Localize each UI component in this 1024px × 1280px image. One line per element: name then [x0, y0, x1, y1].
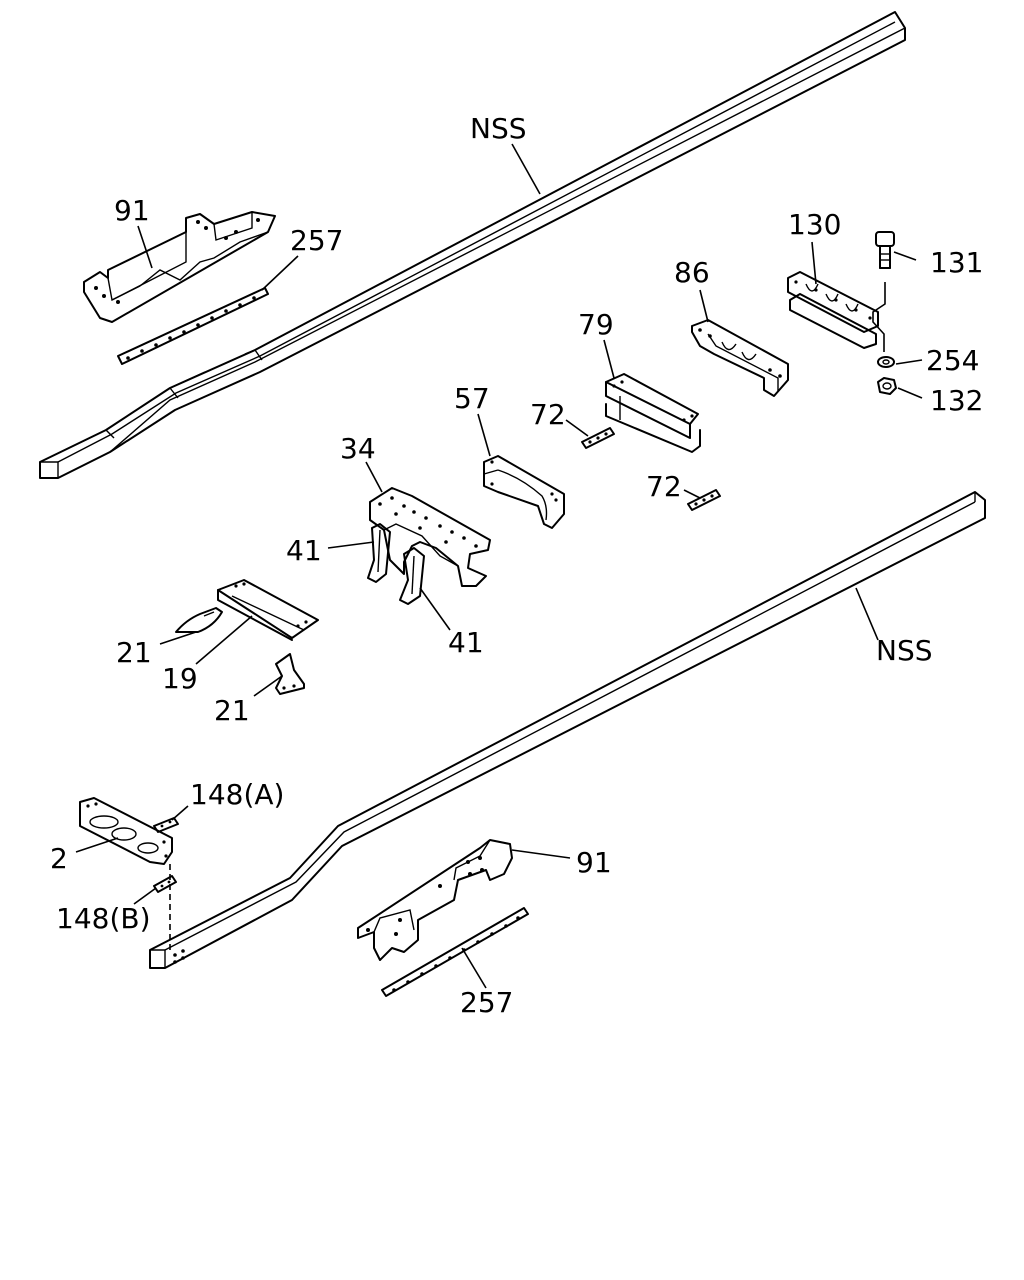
- label-130: 130: [788, 208, 841, 241]
- bracket-91-top: [83, 211, 276, 323]
- crossmember-2: [79, 797, 173, 865]
- crossmember-130: [787, 271, 879, 349]
- label-257-top: 257: [290, 224, 343, 257]
- label-91-bottom: 91: [576, 846, 612, 879]
- label-86: 86: [674, 256, 710, 289]
- crossmember-34: [369, 487, 491, 587]
- strip-257-top: [117, 287, 269, 365]
- label-34: 34: [340, 432, 376, 465]
- label-254: 254: [926, 344, 979, 377]
- bracket-91-bottom: [357, 839, 513, 961]
- label-132: 132: [930, 384, 983, 417]
- label-41-left: 41: [286, 534, 322, 567]
- label-79: 79: [578, 308, 614, 341]
- label-nss-top: NSS: [470, 112, 527, 145]
- plate-148b: [153, 875, 177, 893]
- bolt-131: [875, 231, 895, 269]
- side-rail-bottom: [149, 491, 986, 969]
- label-19: 19: [162, 662, 198, 695]
- washer-254: [877, 356, 895, 368]
- label-57: 57: [454, 382, 490, 415]
- side-rail-top: [39, 11, 906, 479]
- label-257-bottom: 257: [460, 986, 513, 1019]
- label-21-upper: 21: [116, 636, 152, 669]
- plate-72-lower: [687, 489, 721, 511]
- bracket-41-left: [367, 523, 391, 583]
- bracket-21-lower: [275, 653, 305, 695]
- label-41-right: 41: [448, 626, 484, 659]
- label-131: 131: [930, 246, 983, 279]
- strip-257-bottom: [381, 907, 529, 997]
- plate-148a: [153, 817, 179, 833]
- label-72-upper: 72: [530, 398, 566, 431]
- bracket-41-right: [399, 547, 425, 605]
- plate-72-upper: [581, 427, 615, 449]
- label-91-top: 91: [114, 194, 150, 227]
- label-148a: 148(A): [190, 778, 284, 811]
- crossmember-19: [217, 579, 319, 641]
- label-148b: 148(B): [56, 902, 151, 935]
- crossmember-79: [605, 373, 701, 453]
- bracket-21-upper: [175, 607, 223, 633]
- callout-labels: NSS NSS 91 91 257 257 130 131 254 132 86…: [50, 112, 983, 1019]
- crossmember-86: [691, 319, 789, 397]
- label-nss-bottom: NSS: [876, 634, 933, 667]
- label-2: 2: [50, 842, 68, 875]
- crossmember-57: [483, 455, 565, 529]
- leader-lines: [75, 143, 923, 989]
- nut-132: [877, 377, 897, 395]
- label-21-lower: 21: [214, 694, 250, 727]
- label-72-lower: 72: [646, 470, 682, 503]
